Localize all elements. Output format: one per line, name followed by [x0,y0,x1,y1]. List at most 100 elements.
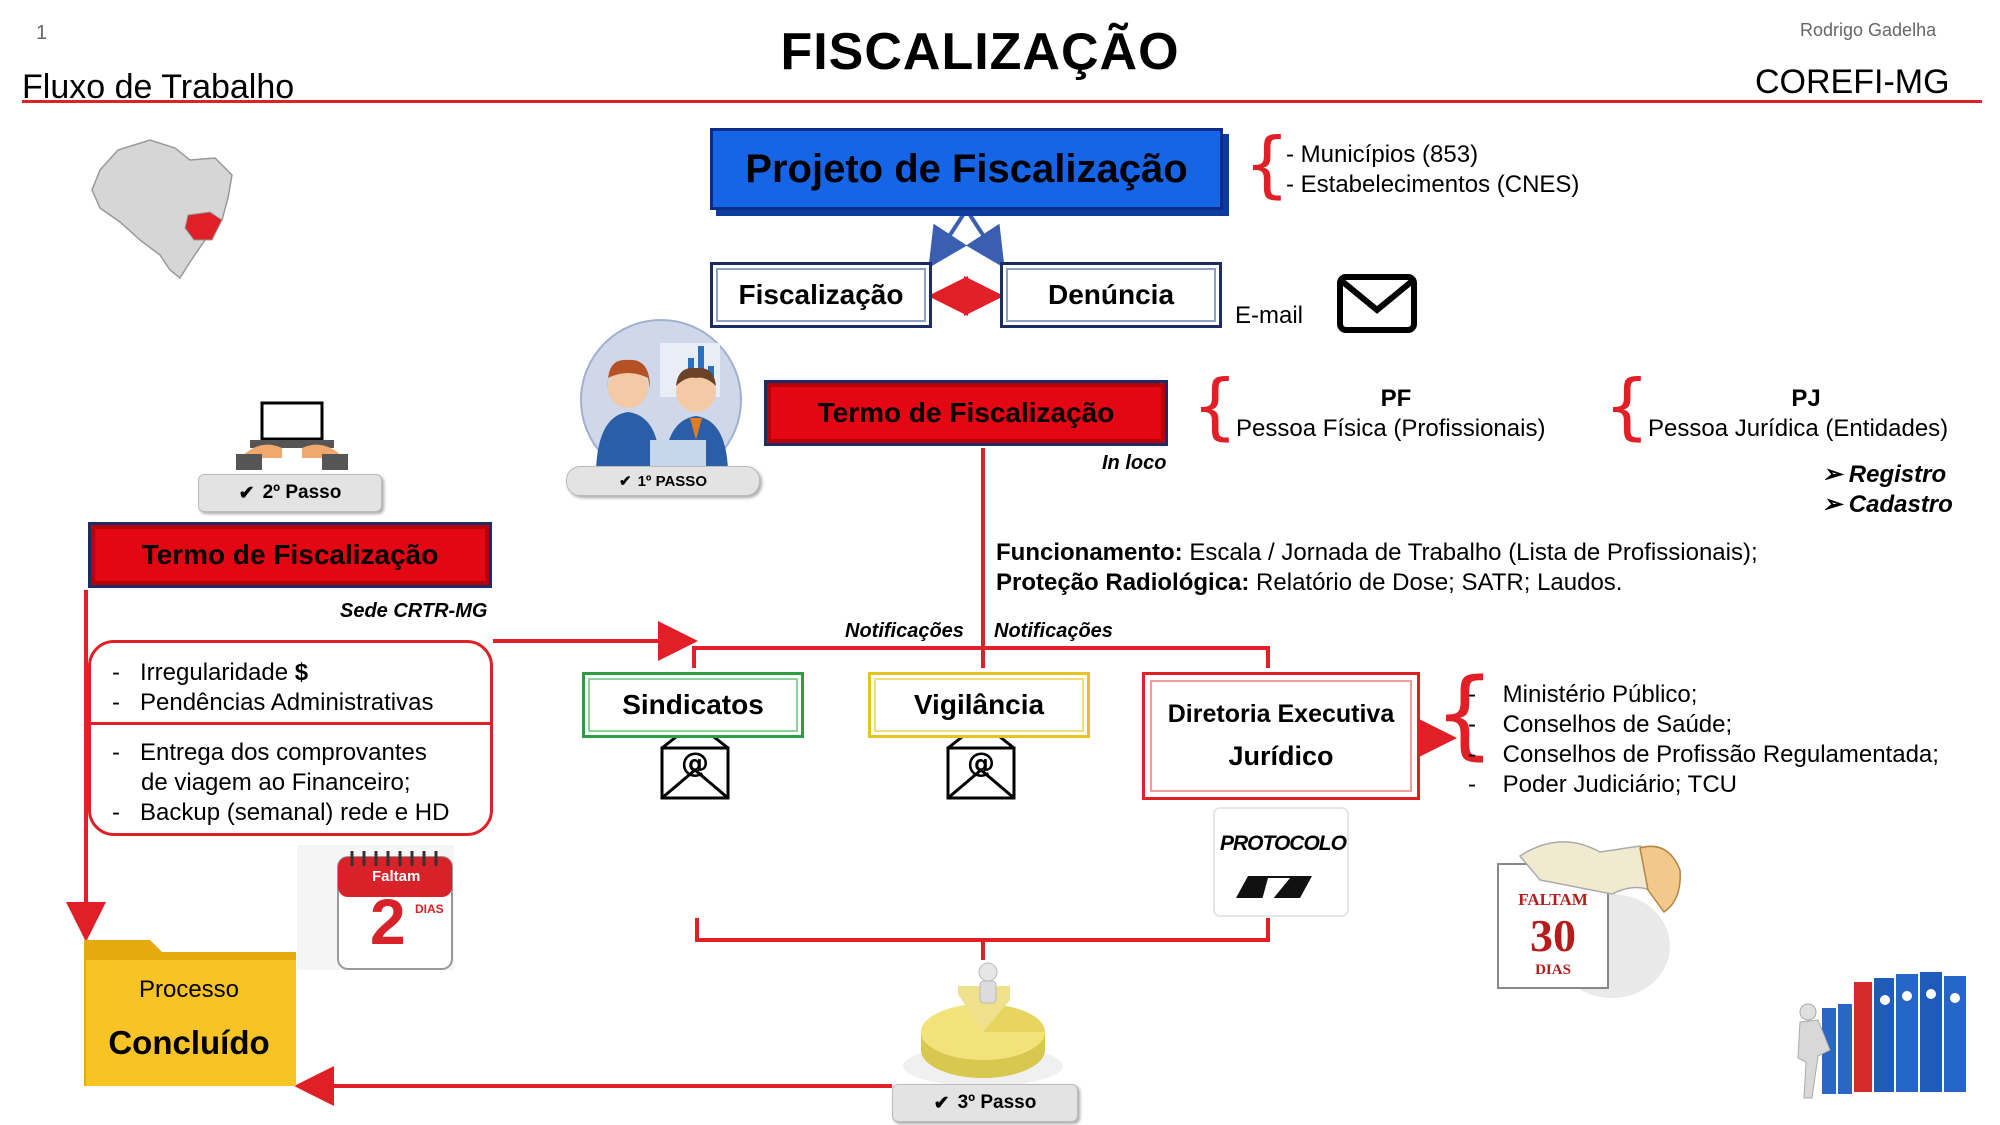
orgao-item: Ministério Público; [1502,681,1698,708]
calendar-30-dias-label: DIAS [1535,962,1571,978]
protecao-label: Proteção Radiológica: [996,569,1250,596]
calendar-30-number: 30 [1530,910,1576,961]
protecao-text: Relatório de Dose; SATR; Laudos. [1249,569,1623,596]
processo-label: Processo [138,976,240,1003]
arrow-projeto-denuncia [965,210,1005,269]
subtitle-workflow: Fluxo de Trabalho [22,68,295,106]
entrega-label-cont: de viagem ao Financeiro; [141,769,411,796]
subtitle-organization: COREFI-MG [1755,63,1950,101]
step-2-badge: ✔ 2º Passo [198,474,382,512]
svg-text:@: @ [967,746,995,779]
termo-fiscalizacao-sede-box: Termo de Fiscalização [88,522,492,588]
in-loco-label: In loco [1102,452,1167,474]
step-1-label: 1º PASSO [637,472,707,490]
diretoria-juridico-box: Diretoria Executiva Jurídico [1142,672,1420,800]
email-label: E-mail [1235,302,1304,329]
archive-binders-icon [1797,972,1966,1099]
vigilancia-box: Vigilância [868,672,1090,738]
protocolo-stamp-icon [1213,807,1349,917]
email-at-icon: @ [660,720,730,800]
funcionamento-line: Funcionamento: Escala / Jornada de Traba… [996,538,1758,568]
funcionamento-text: Escala / Jornada de Trabalho (Lista de P… [1182,539,1758,566]
orgao-item: Conselhos de Saúde; [1502,711,1733,738]
pie-chart-person-icon [903,962,1063,1086]
list-item: - Ministério Público; [1468,681,1698,708]
folder-icon [84,940,296,1086]
protocolo-label: PROTOCOLO [1220,832,1347,855]
check-icon: ✔ [619,473,632,490]
notificacoes-label-left: Notificações [845,620,964,642]
sede-label: Sede CRTR-MG [340,600,488,622]
termo-fiscalizacao-box: Termo de Fiscalização [764,380,1168,446]
arrowhead-bullet-icon: ➢ [1822,491,1849,518]
arrowhead-bullet-icon: ➢ [1822,461,1849,488]
calendar-2-days-icon [297,845,454,970]
denuncia-box: Denúncia [1000,262,1222,328]
pj-description: Pessoa Jurídica (Entidades) [1648,415,1949,442]
step-1-badge: ✔ 1º PASSO [566,466,760,496]
irregularidade-label: Irregularidade [140,659,289,686]
projeto-item-estabelecimentos: - Estabelecimentos (CNES) [1286,171,1580,198]
brazil-map-icon [91,139,233,280]
header-divider [22,100,1982,103]
orgaos-list: - Ministério Público; - Conselhos de Saú… [1468,680,1939,800]
list-item: - Poder Judiciário; TCU [1468,771,1737,798]
pj-item-registro: Registro [1848,461,1947,488]
list-item: - Entrega dos comprovantes [112,739,427,766]
page-title: FISCALIZAÇÃO [780,23,1180,81]
projeto-item-municipios: - Municípios (853) [1286,141,1479,168]
calendar-30-days-icon [1497,841,1681,998]
pendencias-box [88,640,493,836]
protecao-line: Proteção Radiológica: Relatório de Dose;… [996,568,1622,598]
professionals-icon [580,319,742,481]
step-2-label: 2º Passo [262,482,342,503]
calendar-dias-label: DIAS [415,902,444,916]
list-item: - Irregularidade $ [112,659,309,686]
orgao-item: Poder Judiciário; TCU [1502,771,1737,798]
dollar-symbol: $ [294,659,309,686]
backup-label: Backup (semanal) rede e HD [140,799,450,826]
orgao-item: Conselhos de Profissão Regulamentada; [1502,741,1939,768]
pendencias-label: Pendências Administrativas [140,689,434,716]
email-at-icon: @ [946,720,1016,800]
calendar-faltam-30-label: FALTAM [1518,890,1588,909]
funcionamento-label: Funcionamento: [996,539,1183,566]
list-item: - Backup (semanal) rede e HD [112,799,450,826]
mail-icon [1337,274,1417,333]
list-item: ➢ Registro [1822,460,1953,490]
slide-number: 1 [36,22,48,44]
notificacoes-label-right: Notificações [994,620,1113,642]
brace-pf: { [1192,364,1238,448]
calendar-days-number: 2 [370,886,406,958]
laptop-icon [236,401,348,470]
pf-description: Pessoa Física (Profissionais) [1236,415,1546,442]
sindicatos-box: Sindicatos [582,672,804,738]
pf-title: PF [1380,385,1412,412]
list-item: - Conselhos de Saúde; [1468,711,1733,738]
list-item: ➢ Cadastro [1822,490,1953,520]
pj-item-cadastro: Cadastro [1848,491,1953,518]
step-3-badge: ✔ 3º Passo [892,1084,1078,1122]
check-icon: ✔ [933,1092,950,1114]
diretoria-label: Diretoria Executiva [1167,700,1395,728]
brace-projeto: { [1244,122,1290,206]
pendencias-divider [88,722,493,725]
fiscalizacao-box: Fiscalização [710,262,932,328]
brace-pj: { [1604,364,1650,448]
pj-title: PJ [1791,385,1821,412]
brace-orgaos: { [1434,658,1496,770]
calendar-faltam-label: Faltam [372,868,421,885]
concluido-label: Concluído [108,1024,270,1061]
step-3-label: 3º Passo [957,1092,1037,1113]
check-icon: ✔ [238,482,255,504]
arrow-projeto-fiscalizacao [928,210,968,269]
list-item: - Conselhos de Profissão Regulamentada; [1468,741,1939,768]
bracket-bottom [695,918,1270,942]
list-item: - Pendências Administrativas [112,689,434,716]
entrega-label: Entrega dos comprovantes [140,739,427,766]
pj-items-list: ➢ Registro ➢ Cadastro [1822,460,1953,520]
author-name: Rodrigo Gadelha [1800,20,1937,40]
juridico-label: Jurídico [1228,741,1334,771]
projeto-fiscalizacao-box: Projeto de Fiscalização [710,128,1223,210]
